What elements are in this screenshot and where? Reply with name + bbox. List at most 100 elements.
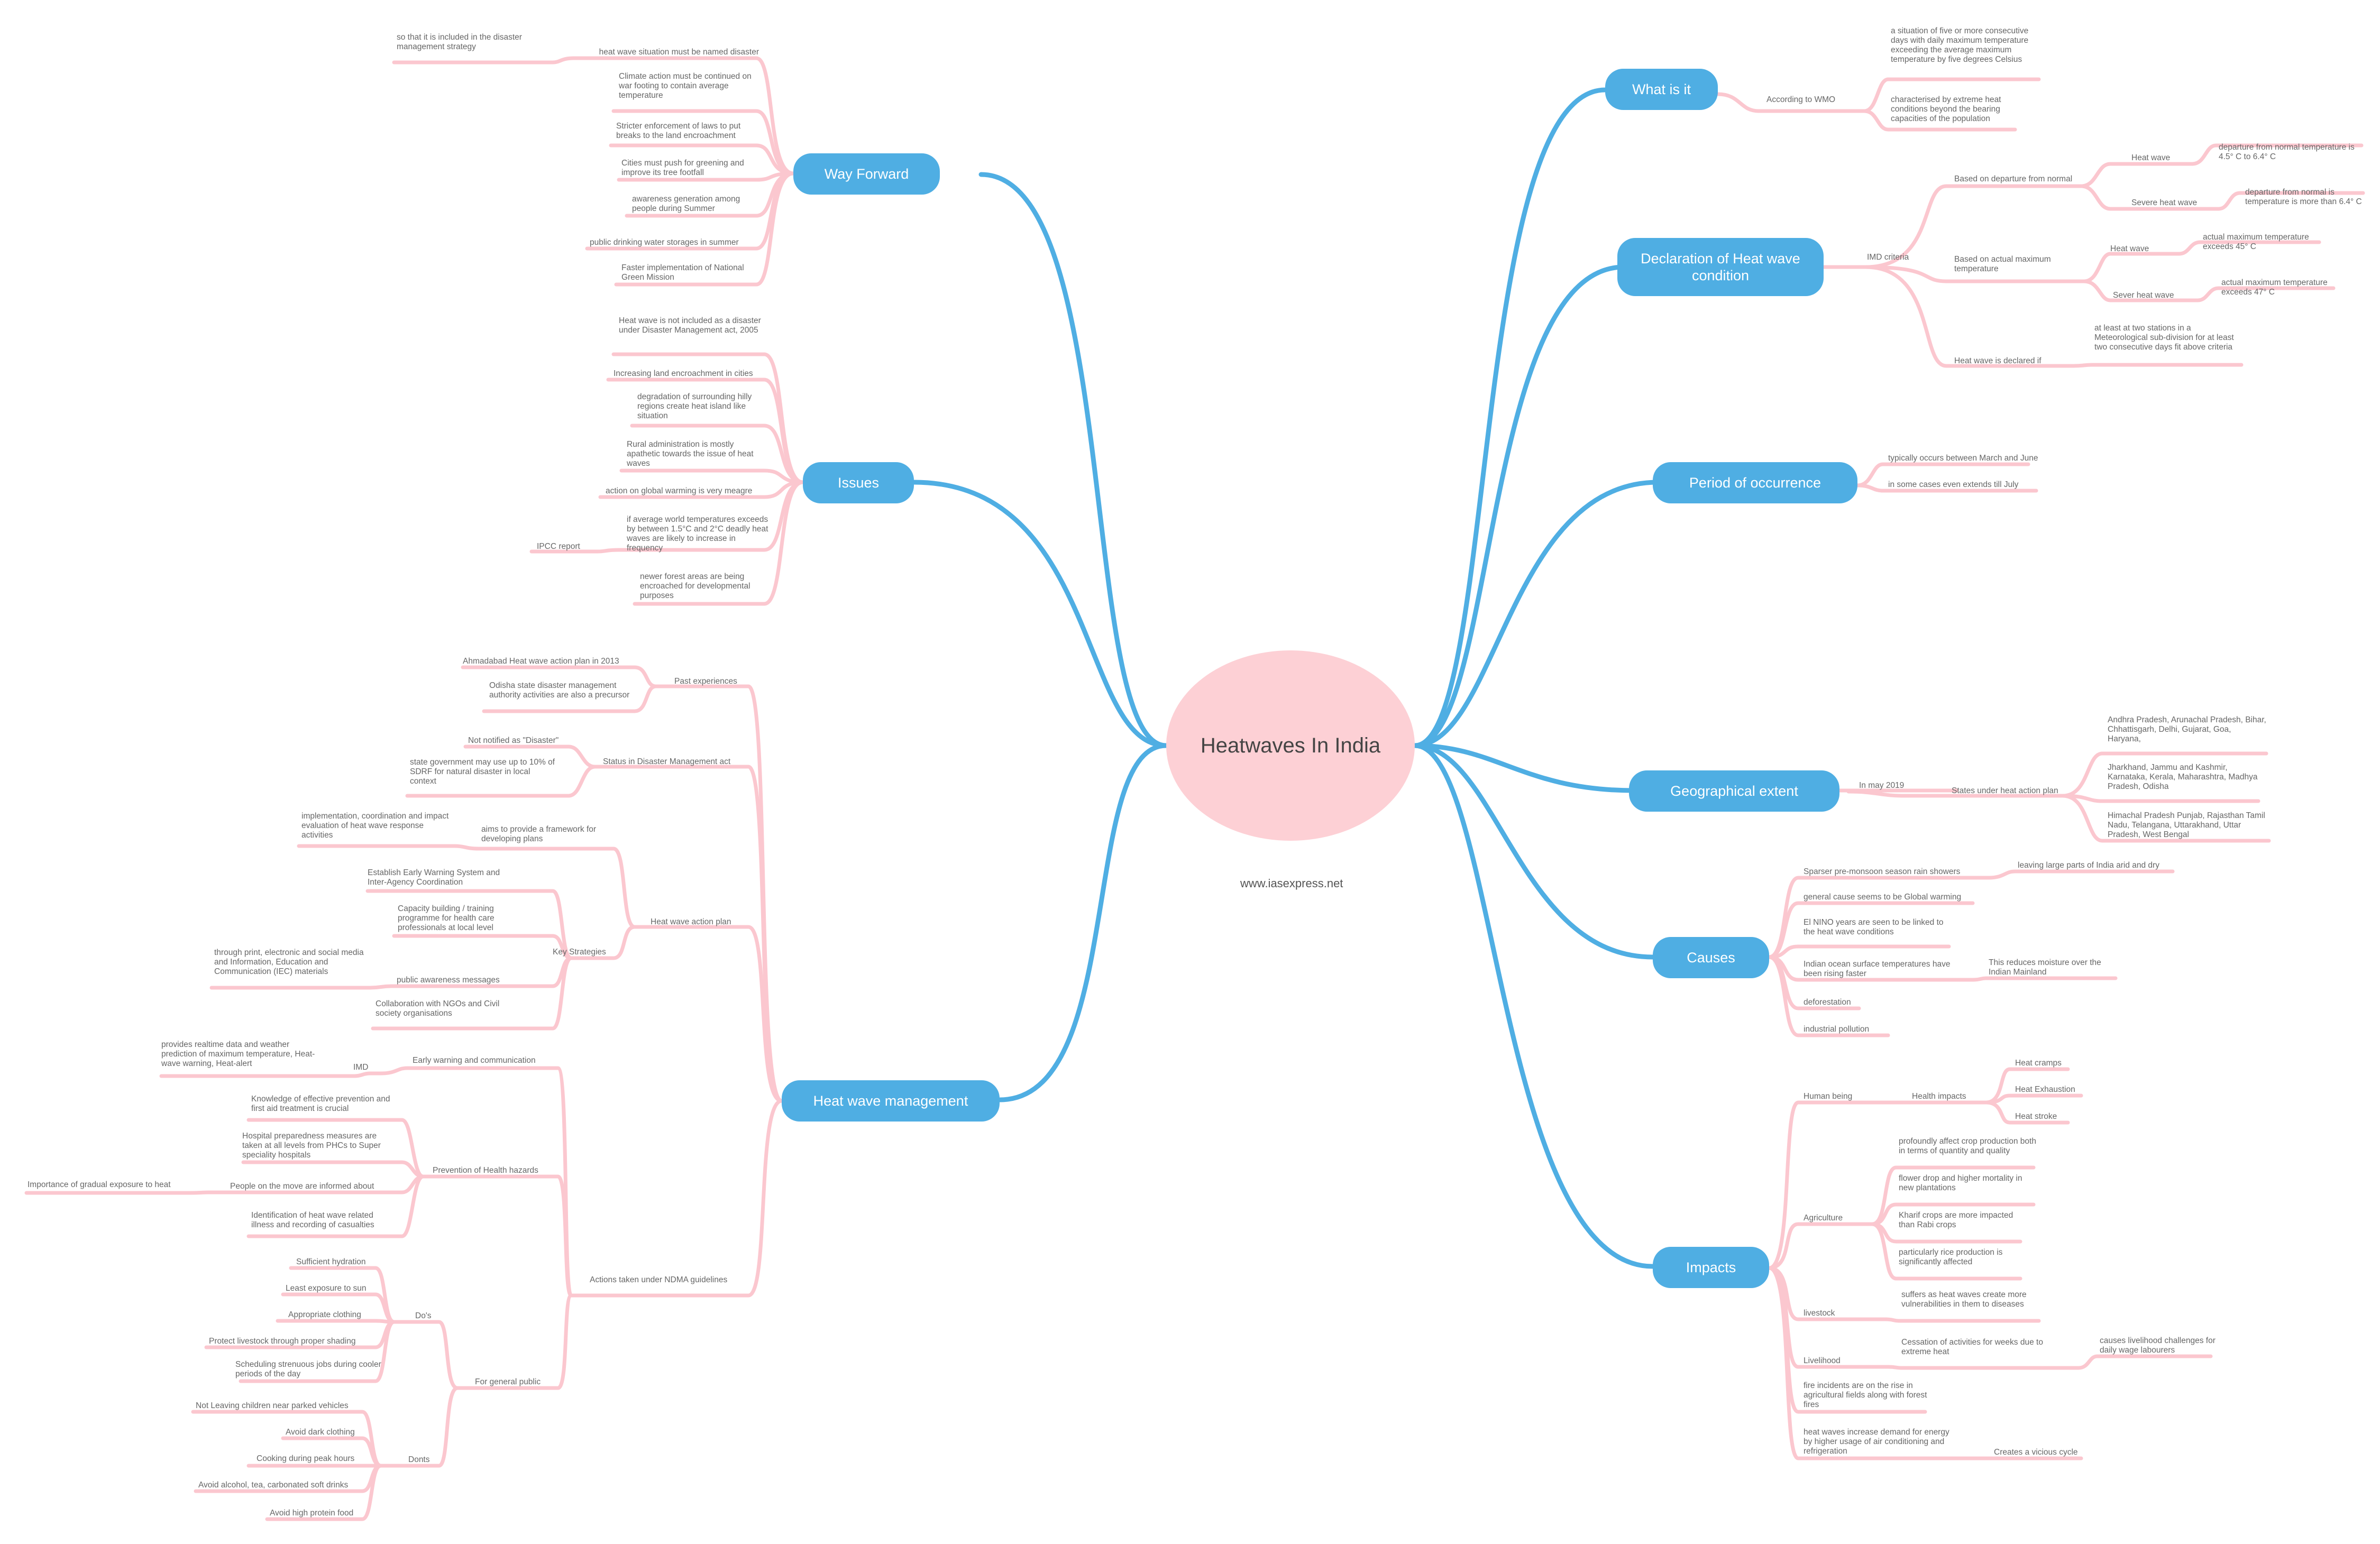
topic-heat-cramps[interactable]: Heat cramps	[2015, 1059, 2062, 1068]
topic-ks-ngo-collaboration[interactable]: Collaboration with NGOs and Civil societ…	[376, 999, 500, 1018]
topic-aims-implementation[interactable]: implementation, coordination and impact …	[301, 812, 449, 840]
topic-climate-action[interactable]: Climate action must be continued on war …	[619, 72, 752, 100]
topic-states-group-3[interactable]: Himachal Pradesh Punjab, Rajasthan Tamil…	[2108, 811, 2265, 839]
branch-heat-wave-management[interactable]: Heat wave management	[782, 1080, 1000, 1122]
topic-in-may-2019[interactable]: In may 2019	[1859, 781, 1905, 790]
topic-first-aid[interactable]: Knowledge of effective prevention and fi…	[251, 1095, 390, 1113]
topic-departure-heat-wave[interactable]: Heat wave	[2131, 153, 2171, 162]
topic-based-on-departure[interactable]: Based on departure from normal	[1954, 174, 2073, 183]
topic-issue-hilly-regions[interactable]: degradation of surrounding hilly regions…	[637, 392, 752, 420]
topic-based-on-actual[interactable]: Based on actual maximum temperature	[1954, 255, 2051, 273]
topic-agri-kharif[interactable]: Kharif crops are more impacted than Rabi…	[1899, 1211, 2013, 1229]
topic-states-under-plan[interactable]: States under heat action plan	[1952, 786, 2058, 795]
topic-general-public[interactable]: For general public	[475, 1377, 541, 1386]
topic-sdrf-usage[interactable]: state government may use up to 10% of SD…	[410, 758, 555, 786]
topic-aims-framework[interactable]: aims to provide a framework for developi…	[481, 825, 597, 843]
topic-dont-alcohol-tea[interactable]: Avoid alcohol, tea, carbonated soft drin…	[198, 1481, 349, 1490]
topic-livelihood[interactable]: Livelihood	[1804, 1356, 1841, 1365]
topic-wmo-definition[interactable]: a situation of five or more consecutive …	[1891, 26, 2029, 64]
topic-according-to-wmo[interactable]: According to WMO	[1766, 95, 1836, 104]
topic-donts[interactable]: Donts	[408, 1455, 430, 1464]
topic-departure-heat-wave-value[interactable]: departure from normal temperature is 4.5…	[2219, 143, 2355, 161]
central-topic[interactable]: Heatwaves In India	[1166, 650, 1415, 841]
topic-awareness-generation[interactable]: awareness generation among people during…	[632, 195, 740, 213]
topic-actual-heat-wave-value[interactable]: actual maximum temperature exceeds 45° C	[2203, 233, 2309, 251]
topic-livelihood-daily-wage[interactable]: causes livelihood challenges for daily w…	[2100, 1336, 2216, 1355]
topic-cause-reduces-moisture[interactable]: This reduces moisture over the Indian Ma…	[1989, 958, 2101, 977]
branch-period-of-occurrence[interactable]: Period of occurrence	[1653, 462, 1857, 503]
branch-geographical-extent[interactable]: Geographical extent	[1629, 770, 1839, 812]
topic-departure-severe-heat-wave[interactable]: Severe heat wave	[2131, 198, 2198, 207]
topic-cause-global-warming[interactable]: general cause seems to be Global warming	[1804, 893, 1962, 902]
topic-issue-ipcc-report[interactable]: IPCC report	[537, 542, 580, 551]
topic-issue-global-warming[interactable]: action on global warming is very meagre	[606, 486, 753, 495]
branch-issues[interactable]: Issues	[803, 462, 914, 503]
topic-livestock[interactable]: livestock	[1804, 1309, 1835, 1318]
topic-odisha-authority[interactable]: Odisha state disaster management authori…	[489, 681, 630, 700]
topic-green-mission[interactable]: Faster implementation of National Green …	[621, 263, 744, 282]
topic-dont-high-protein[interactable]: Avoid high protein food	[270, 1509, 354, 1518]
topic-actual-severe-value[interactable]: actual maximum temperature exceeds 47° C	[2221, 278, 2328, 297]
topic-ks-public-awareness[interactable]: public awareness messages	[397, 976, 500, 985]
topic-cause-deforestation[interactable]: deforestation	[1804, 998, 1851, 1007]
topic-issue-not-disaster[interactable]: Heat wave is not included as a disaster …	[619, 316, 761, 335]
topic-vicious-cycle[interactable]: Creates a vicious cycle	[1994, 1448, 2078, 1457]
topic-departure-severe-value[interactable]: departure from normal is temperature is …	[2245, 188, 2362, 206]
topic-agri-flower-drop[interactable]: flower drop and higher mortality in new …	[1899, 1174, 2022, 1192]
topic-ks-early-warning[interactable]: Establish Early Warning System and Inter…	[368, 868, 500, 887]
topic-not-notified[interactable]: Not notified as "Disaster"	[468, 736, 559, 745]
topic-heat-exhaustion[interactable]: Heat Exhaustion	[2015, 1085, 2075, 1094]
branch-way-forward[interactable]: Way Forward	[793, 153, 940, 195]
topic-period-july[interactable]: in some cases even extends till July	[1888, 480, 2019, 489]
topic-cause-el-nino[interactable]: El NINO years are seen to be linked to t…	[1804, 918, 1944, 936]
topic-ks-iec-materials[interactable]: through print, electronic and social med…	[214, 948, 364, 976]
topic-energy-demand[interactable]: heat waves increase demand for energy by…	[1804, 1428, 1949, 1456]
topic-livestock-vulnerabilities[interactable]: suffers as heat waves create more vulner…	[1901, 1290, 2027, 1309]
topic-livelihood-cessation[interactable]: Cessation of activities for weeks due to…	[1901, 1338, 2043, 1356]
topic-heat-stroke[interactable]: Heat stroke	[2015, 1112, 2057, 1121]
topic-heat-wave-action-plan[interactable]: Heat wave action plan	[651, 917, 731, 926]
topic-illness-identification[interactable]: Identification of heat wave related illn…	[251, 1211, 374, 1229]
branch-impacts[interactable]: Impacts	[1653, 1247, 1769, 1288]
topic-key-strategies[interactable]: Key Strategies	[553, 948, 606, 957]
topic-cause-arid-dry[interactable]: leaving large parts of India arid and dr…	[2018, 861, 2159, 870]
topic-ahmadabad-plan[interactable]: Ahmadabad Heat wave action plan in 2013	[463, 657, 619, 666]
topic-do-hydration[interactable]: Sufficient hydration	[296, 1257, 366, 1266]
topic-issue-rural-apathy[interactable]: Rural administration is mostly apathetic…	[627, 440, 754, 468]
branch-what-is-it[interactable]: What is it	[1605, 69, 1718, 110]
topic-wmo-characterised[interactable]: characterised by extreme heat conditions…	[1891, 95, 2001, 123]
branch-causes[interactable]: Causes	[1653, 937, 1769, 978]
topic-past-experiences[interactable]: Past experiences	[674, 677, 737, 686]
topic-greening-cities[interactable]: Cities must push for greening and improv…	[621, 159, 744, 177]
topic-agriculture[interactable]: Agriculture	[1804, 1214, 1843, 1223]
topic-states-group-1[interactable]: Andhra Pradesh, Arunachal Pradesh, Bihar…	[2108, 715, 2266, 743]
topic-human-being[interactable]: Human being	[1804, 1092, 1853, 1101]
topic-status-dm-act[interactable]: Status in Disaster Management act	[603, 757, 731, 766]
branch-declaration[interactable]: Declaration of Heat wave condition	[1617, 238, 1824, 296]
topic-imd-criteria[interactable]: IMD criteria	[1867, 253, 1909, 262]
topic-agri-crop-production[interactable]: profoundly affect crop production both i…	[1899, 1137, 2036, 1155]
topic-hospital-preparedness[interactable]: Hospital preparedness measures are taken…	[242, 1132, 381, 1160]
topic-early-warning-communication[interactable]: Early warning and communication	[413, 1056, 536, 1065]
topic-named-disaster[interactable]: heat wave situation must be named disast…	[599, 48, 759, 57]
topic-health-impacts[interactable]: Health impacts	[1912, 1092, 1966, 1101]
topic-cause-industrial-pollution[interactable]: industrial pollution	[1804, 1025, 1870, 1034]
topic-dont-dark-clothing[interactable]: Avoid dark clothing	[286, 1428, 355, 1437]
topic-people-on-the-move[interactable]: People on the move are informed about	[230, 1182, 374, 1191]
topic-imd-realtime-data[interactable]: provides realtime data and weather predi…	[161, 1040, 315, 1068]
topic-declared-if[interactable]: Heat wave is declared if	[1954, 356, 2042, 365]
topic-ks-capacity-building[interactable]: Capacity building / training programme f…	[398, 904, 495, 932]
topic-fire-incidents[interactable]: fire incidents are on the rise in agricu…	[1804, 1381, 1927, 1409]
topic-agri-rice[interactable]: particularly rice production is signific…	[1899, 1248, 2003, 1266]
topic-disaster-strategy[interactable]: so that it is included in the disaster m…	[397, 33, 522, 51]
topic-states-group-2[interactable]: Jharkhand, Jammu and Kashmir, Karnataka,…	[2108, 763, 2258, 791]
topic-prevention-health-hazards[interactable]: Prevention of Health hazards	[433, 1166, 538, 1175]
topic-dont-children-vehicles[interactable]: Not Leaving children near parked vehicle…	[196, 1401, 349, 1410]
topic-do-strenuous-jobs[interactable]: Scheduling strenuous jobs during cooler …	[235, 1360, 381, 1378]
topic-imd[interactable]: IMD	[353, 1063, 369, 1072]
topic-dos[interactable]: Do's	[415, 1311, 432, 1320]
topic-issue-world-temperatures[interactable]: if average world temperatures exceeds by…	[627, 515, 768, 553]
topic-period-march-june[interactable]: typically occurs between March and June	[1888, 454, 2038, 463]
topic-stricter-enforcement[interactable]: Stricter enforcement of laws to put brea…	[616, 122, 741, 140]
topic-do-least-exposure[interactable]: Least exposure to sun	[286, 1284, 367, 1293]
